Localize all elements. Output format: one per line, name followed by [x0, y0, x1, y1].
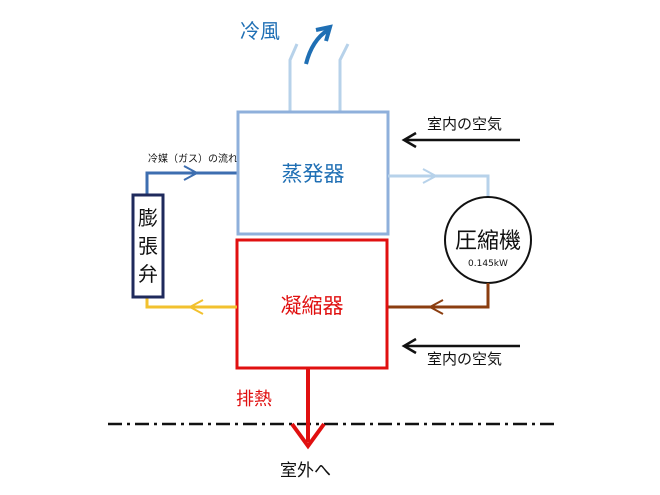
evaporator-box [236, 110, 390, 236]
flow-arrow-right-icon-2 [422, 168, 439, 184]
cold-air-arrow-icon [304, 28, 330, 65]
indoor-air-arrow-bottom [401, 337, 520, 355]
refrigerant-pipe-to-compressor [388, 174, 490, 203]
outdoor-label: 室外へ [280, 461, 331, 481]
condenser-box [235, 238, 389, 370]
compressor-label: 圧縮機 [455, 229, 521, 254]
cold-air-ducts [288, 43, 350, 112]
indoor-air-arrow-top [401, 131, 520, 149]
expansion-valve-char-3: 弁 [138, 262, 158, 286]
indoor-air-label-bottom: 室内の空気 [427, 350, 502, 368]
refrigerant-flow-label: 冷媒（ガス）の流れ [148, 152, 238, 165]
refrigerant-pipe-to-condenser [387, 283, 490, 309]
exhaust-heat-label: 排熱 [236, 389, 272, 410]
refrigerant-pipe-to-evaporator [145, 171, 238, 195]
flow-arrow-left-icon [427, 299, 444, 315]
refrigerant-pipe-to-valve [145, 296, 237, 309]
expansion-valve-box [131, 193, 165, 299]
flow-arrow-left-icon-2 [187, 299, 204, 315]
expansion-valve-char-1: 膨 [138, 206, 158, 230]
flow-arrow-right-icon [183, 165, 200, 181]
evaporator-label: 蒸発器 [282, 162, 345, 186]
condenser-label: 凝縮器 [281, 294, 344, 318]
cold-air-label: 冷風 [240, 19, 280, 43]
exhaust-heat-arrow-head-icon [290, 422, 326, 450]
expansion-valve-char-2: 張 [138, 234, 158, 258]
indoor-air-label-top: 室内の空気 [427, 115, 502, 133]
compressor-power-label: 0.145kW [468, 259, 508, 269]
cold-air-arrow-head-icon [315, 24, 333, 42]
